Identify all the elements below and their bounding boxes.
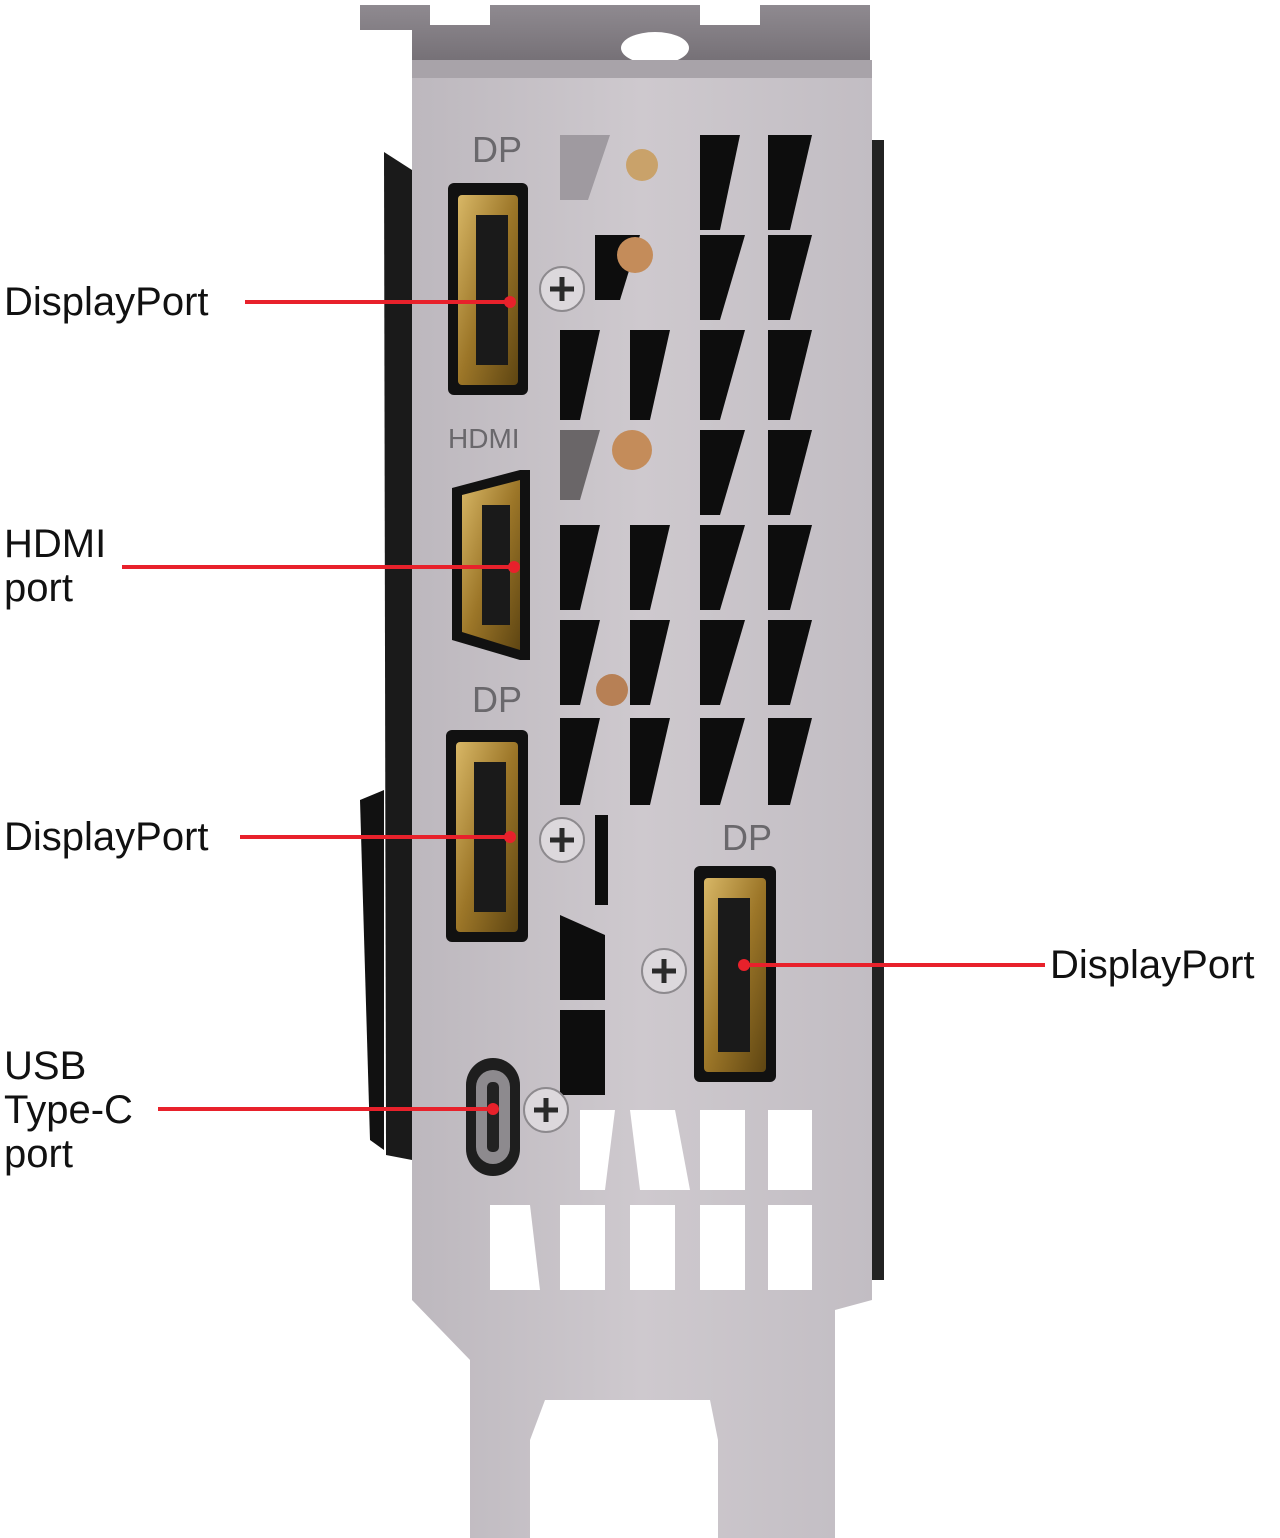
displayport-right <box>694 866 776 1082</box>
displayport-top <box>448 183 528 395</box>
callout-displayport-top: DisplayPort <box>4 280 209 324</box>
bracket-label-dp-top: DP <box>472 129 522 170</box>
leader-dot-usb-type-c-port <box>487 1103 499 1115</box>
leader-dots <box>487 296 750 1115</box>
heat-pipes <box>596 149 658 706</box>
leader-dot-hdmi-port <box>508 561 520 573</box>
bracket-label-hdmi: HDMI <box>448 423 520 454</box>
callout-displayport-middle: DisplayPort <box>4 815 209 859</box>
bracket-label-dp-right: DP <box>722 817 772 858</box>
bracket-plate <box>412 78 872 1538</box>
leader-lines <box>122 300 1045 1111</box>
mounting-tab <box>360 5 872 80</box>
bracket-label-dp-middle: DP <box>472 679 522 720</box>
leader-dot-displayport-right <box>738 959 750 971</box>
leader-dot-displayport-middle <box>504 831 516 843</box>
screw-4 <box>523 1087 569 1133</box>
screw-3 <box>641 948 687 994</box>
card-body <box>360 140 884 1280</box>
screw-2 <box>539 817 585 863</box>
usb-type-c-port <box>466 1058 520 1176</box>
mounting-hole <box>621 32 689 64</box>
leader-dot-displayport-top <box>504 296 516 308</box>
screw-1 <box>539 266 585 312</box>
callout-usb-type-c-port: USB Type-C port <box>4 1044 133 1176</box>
vent-cutouts-lower <box>490 1110 812 1290</box>
callout-displayport-right: DisplayPort <box>1050 943 1255 987</box>
callout-hdmi-port: HDMI port <box>4 522 107 610</box>
